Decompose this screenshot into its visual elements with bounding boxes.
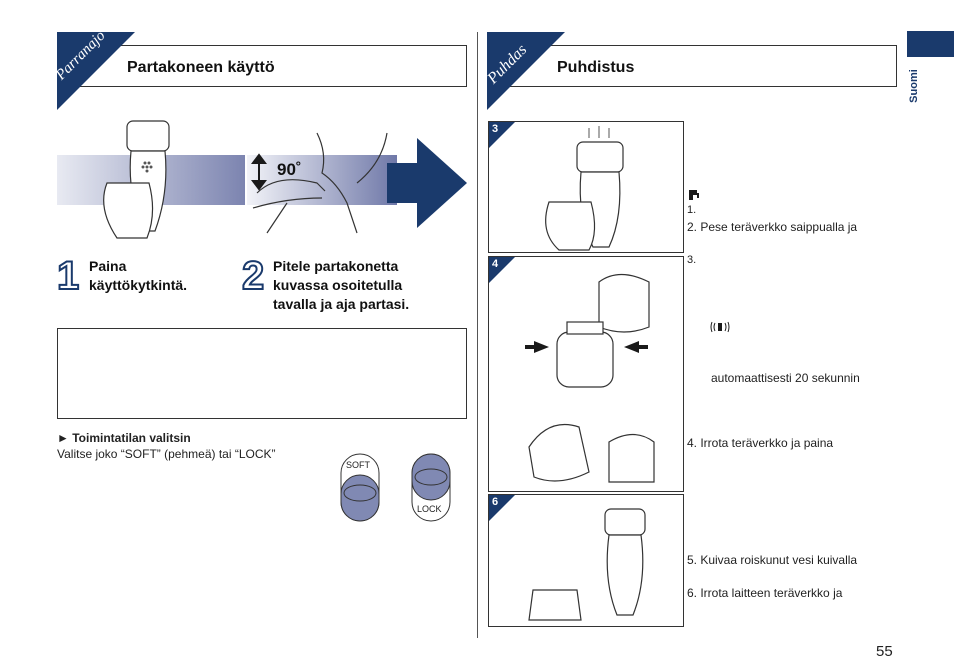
switch-lock[interactable]: LOCK	[411, 453, 451, 522]
faucet-icon	[687, 186, 701, 202]
left-section-tab	[57, 32, 135, 110]
instruction-line-3: 3.	[687, 254, 697, 266]
selector-heading: ► Toimintatilan valitsin	[57, 431, 191, 445]
step-1-line-1: Paina	[89, 258, 127, 274]
instruction-line-5: 4. Irrota teräverkko ja paina	[687, 436, 834, 450]
right-header: Puhdas Puhdistus	[484, 32, 899, 112]
step-1-text: Paina käyttökytkintä.	[89, 257, 187, 295]
right-section-tab	[487, 32, 565, 110]
instruction-line-4: automaattisesti 20 sekunnin	[711, 371, 860, 385]
left-title: Partakoneen käyttö	[127, 59, 275, 76]
column-divider	[477, 32, 478, 638]
step-2-line-2: kuvassa osoitetulla	[273, 277, 403, 293]
page-number: 55	[876, 643, 893, 660]
switch-lock-label: LOCK	[417, 504, 442, 514]
panel-6-illustration	[528, 508, 646, 621]
panel-4-badge: 4	[489, 257, 515, 283]
right-title: Puhdistus	[557, 59, 635, 76]
instruction-line-6: 5. Kuivaa roiskunut vesi kuivalla	[687, 553, 858, 567]
left-header: Parranajo Partakoneen käyttö	[53, 28, 469, 110]
panel-3-illustration	[545, 126, 624, 251]
panel-6-badge: 6	[489, 495, 515, 521]
note-box	[57, 328, 467, 419]
panel-4: 4	[488, 256, 684, 492]
panel-4-number: 4	[492, 258, 499, 270]
panel-4-illustration	[525, 273, 655, 483]
step-2-text: Pitele partakonetta kuvassa osoitetulla …	[273, 257, 409, 314]
panel-3: 3	[488, 121, 684, 253]
switch-soft[interactable]: SOFT	[340, 453, 380, 522]
step-2-number: 2	[241, 254, 265, 298]
panel-3-badge: 3	[489, 122, 515, 148]
right-header-box	[487, 45, 897, 87]
panel-6-number: 6	[492, 496, 499, 508]
angle-label: 90˚	[277, 160, 302, 179]
step-2-line-3: tavalla ja aja partasi.	[273, 296, 410, 312]
switch-soft-label: SOFT	[346, 460, 370, 470]
instruction-line-1: 1.	[687, 204, 697, 216]
instruction-line-7: 6. Irrota laitteen teräverkko ja	[687, 586, 843, 600]
vibration-icon	[710, 320, 730, 334]
language-tab	[907, 31, 954, 57]
language-label: Suomi	[908, 69, 920, 103]
instruction-line-2: 2. Pese teräverkko saippualla ja	[687, 220, 858, 234]
panel-3-number: 3	[492, 123, 499, 135]
shaving-illustration: 90˚	[57, 113, 469, 253]
step-2-line-1: Pitele partakonetta	[273, 258, 399, 274]
left-header-box	[57, 45, 467, 87]
step-1-line-2: käyttökytkintä.	[89, 277, 188, 293]
step-2: 2 Pitele partakonetta kuvassa osoitetull…	[241, 254, 462, 316]
step-1: 1 Paina käyttökytkintä.	[56, 254, 237, 306]
selector-text: Valitse joko “SOFT” (pehmeä) tai “LOCK”	[57, 447, 276, 461]
step-1-number: 1	[56, 254, 80, 298]
panel-6: 6	[488, 494, 684, 627]
